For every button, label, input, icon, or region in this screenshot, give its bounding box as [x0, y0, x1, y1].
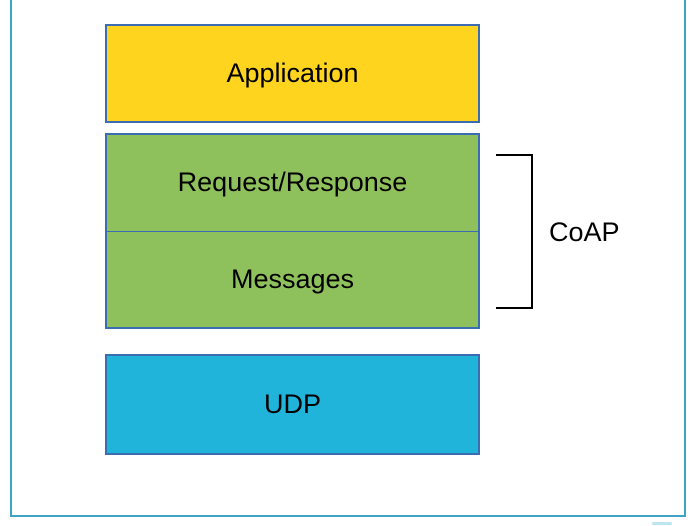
- application-layer-box[interactable]: Application: [105, 24, 480, 123]
- request-response-label: Request/Response: [177, 167, 408, 198]
- messages-layer[interactable]: Messages: [107, 230, 478, 328]
- page-border: [10, 0, 686, 517]
- coap-layers-box[interactable]: Request/Response Messages: [105, 133, 480, 329]
- coap-bracket-label: CoAP: [549, 217, 620, 247]
- coap-bracket: [496, 154, 533, 309]
- messages-label: Messages: [230, 263, 355, 294]
- request-response-layer[interactable]: Request/Response: [107, 135, 478, 231]
- application-layer-label: Application: [226, 58, 359, 88]
- udp-layer-label: UDP: [263, 389, 321, 419]
- udp-layer-box[interactable]: UDP: [105, 354, 480, 455]
- bottom-edge-artifact: [652, 522, 672, 525]
